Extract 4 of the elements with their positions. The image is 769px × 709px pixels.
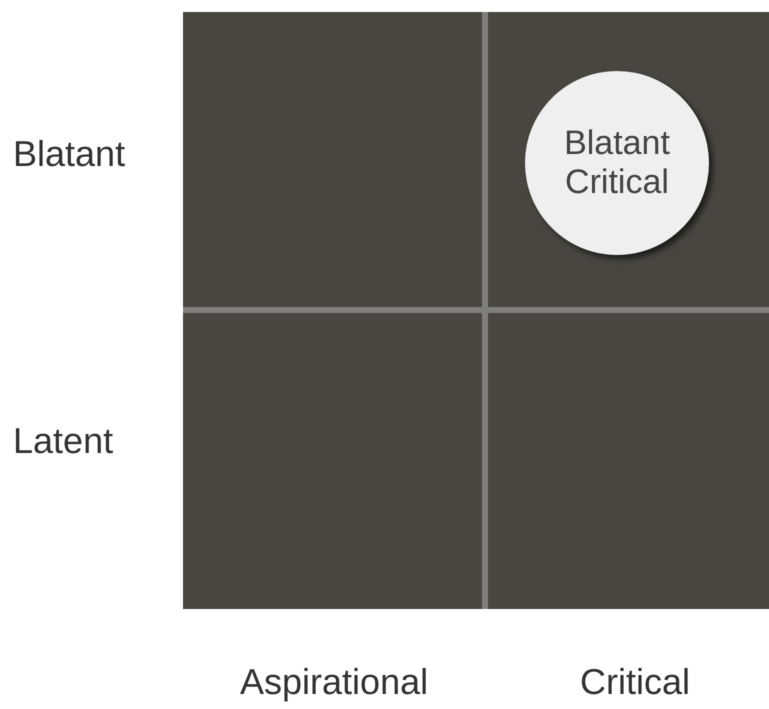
row-label: Latent	[13, 423, 114, 459]
column-label: Aspirational	[240, 664, 428, 700]
row-label: Blatant	[13, 136, 126, 172]
column-label: Critical	[580, 664, 690, 700]
